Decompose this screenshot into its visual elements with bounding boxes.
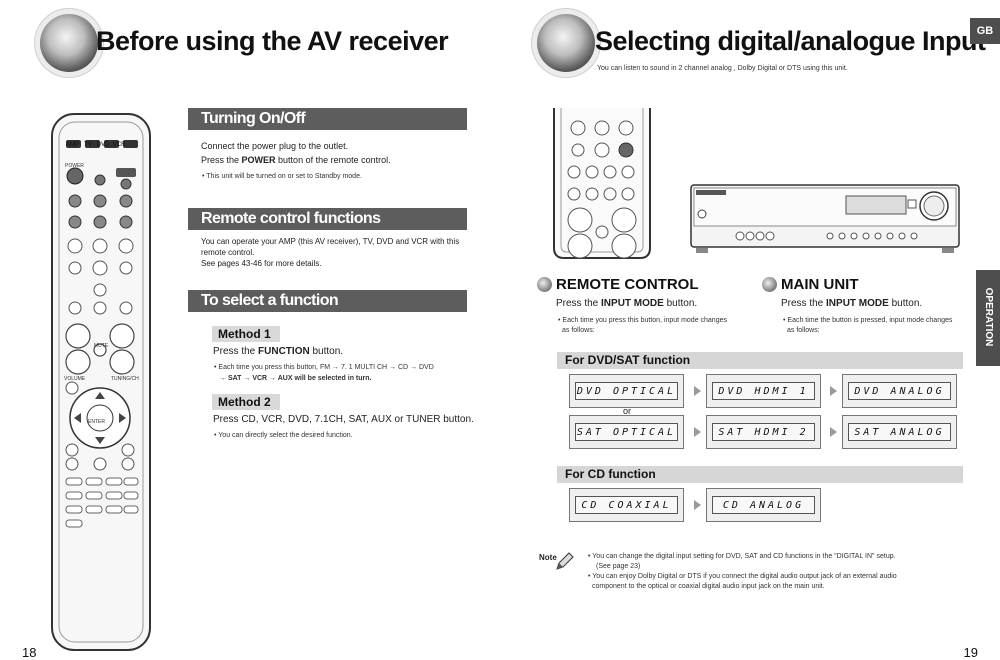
method1-text: Press the FUNCTION button. [213,346,344,357]
note-line1: • You can change the digital input setti… [588,553,896,560]
lcd-display: CD ANALOG [706,488,821,522]
lcd-display: DVD OPTICAL [569,374,684,408]
left-page-title: Before using the AV receiver [96,26,449,56]
lcd-display-text: DVD ANALOG [848,382,951,400]
main-unit-heading: MAIN UNIT [781,276,859,293]
lcd-display-text: SAT HDMI 2 [712,423,815,441]
arrow-right-icon [694,500,701,510]
lcd-display: DVD HDMI 1 [706,374,821,408]
remote-control-illustration [51,113,151,651]
remote-functions-line3: See pages 43-46 for more details. [201,259,322,268]
main-unit-note2: as follows: [787,327,820,334]
lcd-display: DVD ANALOG [842,374,957,408]
remote-functions-line2: remote control. [201,248,255,257]
operation-tab-label: OPERATION [983,287,994,347]
remote-functions-heading: Remote control functions [188,208,467,230]
arrow-right-icon [694,386,701,396]
lcd-display: SAT OPTICAL [569,415,684,449]
lcd-display-text: SAT ANALOG [848,423,951,441]
remote-control-note1: • Each time you press this button, input… [558,317,727,324]
disc-icon-right [537,14,595,72]
remote-control-note2: as follows: [562,327,595,334]
dvd-sat-heading: For DVD/SAT function [557,352,963,369]
main-unit-bullet-icon [762,277,777,292]
right-page-subtitle: You can listen to sound in 2 channel ana… [597,65,848,72]
lcd-display-text: DVD OPTICAL [575,382,678,400]
lcd-display: CD COAXIAL [569,488,684,522]
method2-text: Press CD, VCR, DVD, 7.1CH, SAT, AUX or T… [213,414,474,425]
arrow-right-icon [694,427,701,437]
note-line4: component to the optical or coaxial digi… [592,583,825,590]
method1-label: Method 1 [212,326,280,342]
pencil-icon [556,552,574,570]
note-line2: (See page 23) [596,563,641,570]
or-label: or [623,406,632,416]
main-unit-note1: • Each time the button is pressed, input… [783,317,953,324]
left-page-number: 18 [22,645,37,660]
main-unit-illustration [690,184,960,253]
note-line3: • You can enjoy Dolby Digital or DTS if … [588,573,897,580]
remote-power-label: POWER [65,163,84,169]
turning-on-note: • This unit will be turned on or set to … [202,173,362,180]
method1-note2: → SAT → VCR → AUX will be selected in tu… [219,375,372,382]
lcd-display: SAT ANALOG [842,415,957,449]
remote-control-partial-illustration [553,108,651,259]
cd-heading: For CD function [557,466,963,483]
turning-on-off-heading: Turning On/Off [188,108,467,130]
remote-enter-label: ENTER [88,419,105,425]
remote-control-instruction: Press the INPUT MODE button. [556,298,698,309]
remote-volume-label: VOLUME [64,376,86,382]
remote-control-heading: REMOTE CONTROL [556,276,699,293]
method2-note: • You can directly select the desired fu… [214,432,353,439]
operation-tab: OPERATION [976,270,1000,366]
lcd-display: SAT HDMI 2 [706,415,821,449]
right-page-title: Selecting digital/analogue Input [595,26,986,56]
lcd-display-text: CD COAXIAL [575,496,678,514]
arrow-right-icon [830,386,837,396]
note-label: Note [539,553,557,562]
lcd-display-text: DVD HDMI 1 [712,382,815,400]
remote-control-bullet-icon [537,277,552,292]
turning-on-line1: Connect the power plug to the outlet. [201,141,349,151]
right-page-number: 19 [963,645,978,660]
lcd-display-text: SAT OPTICAL [575,423,678,441]
remote-functions-line1: You can operate your AMP (this AV receiv… [201,237,460,246]
remote-mode-buttons-label: AMP TV DVD VCR [66,142,126,148]
disc-icon [40,14,98,72]
remote-mute-label: MUTE [94,343,109,349]
turning-on-line2: Press the POWER button of the remote con… [201,155,391,165]
remote-tuning-label: TUNING/CH [111,376,139,382]
method2-label: Method 2 [212,394,280,410]
main-unit-instruction: Press the INPUT MODE button. [781,298,923,309]
lcd-display-text: CD ANALOG [712,496,815,514]
select-function-heading: To select a function [188,290,467,312]
arrow-right-icon [830,427,837,437]
method1-note1: • Each time you press this button, FM → … [214,364,434,371]
gb-tab: GB [970,18,1000,44]
